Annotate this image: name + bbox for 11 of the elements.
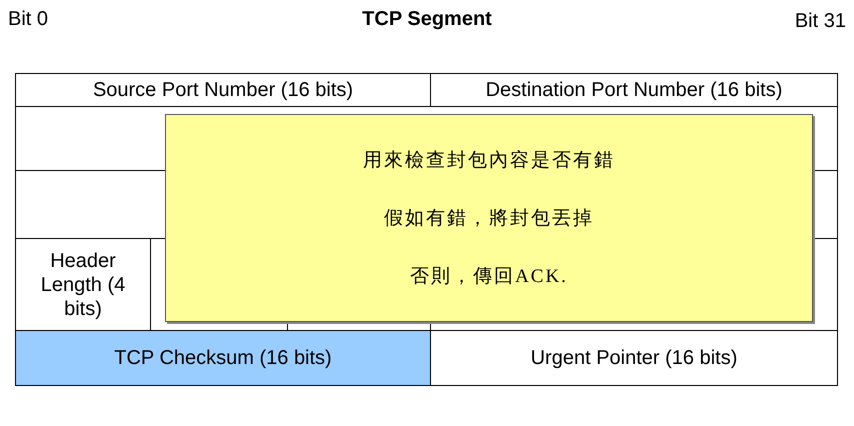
field-cell: TCP Checksum (16 bits) (15, 330, 431, 386)
bit-label: Bit 0 (8, 8, 48, 31)
note-text: 假如有錯，將封包丟掉 (384, 207, 594, 231)
title: TCP Segment (362, 8, 492, 31)
field-cell: Urgent Pointer (16 bits) (430, 330, 838, 386)
note-text: 用來檢查封包內容是否有錯 (363, 149, 615, 173)
field-cell: Destination Port Number (16 bits) (430, 73, 838, 107)
field-cell: Source Port Number (16 bits) (15, 73, 431, 107)
callout-tooltip (165, 114, 813, 322)
bit-label: Bit 31 (794, 10, 846, 33)
note-text: 否則，傳回ACK. (410, 265, 568, 289)
